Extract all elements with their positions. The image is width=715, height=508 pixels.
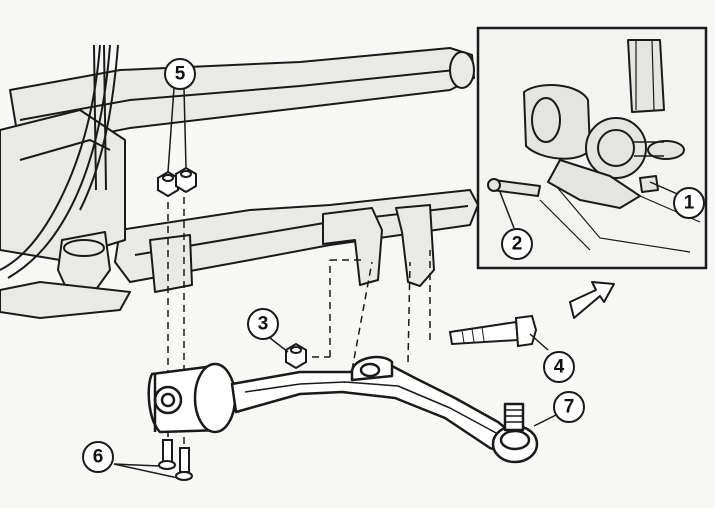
callout-3-label: 3 [258, 314, 269, 335]
lower-control-arm [147, 355, 539, 464]
callout-1-label: 1 [684, 193, 695, 214]
callout-leaders [113, 87, 683, 479]
callout-7: 7 [553, 391, 585, 423]
callout-6-label: 6 [93, 447, 104, 468]
callout-4-label: 4 [554, 357, 565, 378]
nut-3 [285, 342, 307, 370]
callout-5-label: 5 [175, 64, 186, 85]
callout-2-label: 2 [512, 234, 523, 255]
callout-7-label: 7 [564, 397, 575, 418]
bottom-bolts-6 [158, 439, 193, 481]
top-nuts [157, 166, 197, 198]
callout-2: 2 [501, 228, 533, 260]
subframe [0, 47, 479, 319]
direction-arrow-icon [569, 281, 615, 319]
callout-3: 3 [247, 308, 279, 340]
inset-panel [476, 26, 708, 270]
hoses [0, 44, 119, 279]
callout-4: 4 [543, 351, 575, 383]
callout-6: 6 [82, 441, 114, 473]
long-bolt-4 [448, 314, 538, 348]
callout-1: 1 [673, 187, 705, 219]
callout-5: 5 [164, 58, 196, 90]
